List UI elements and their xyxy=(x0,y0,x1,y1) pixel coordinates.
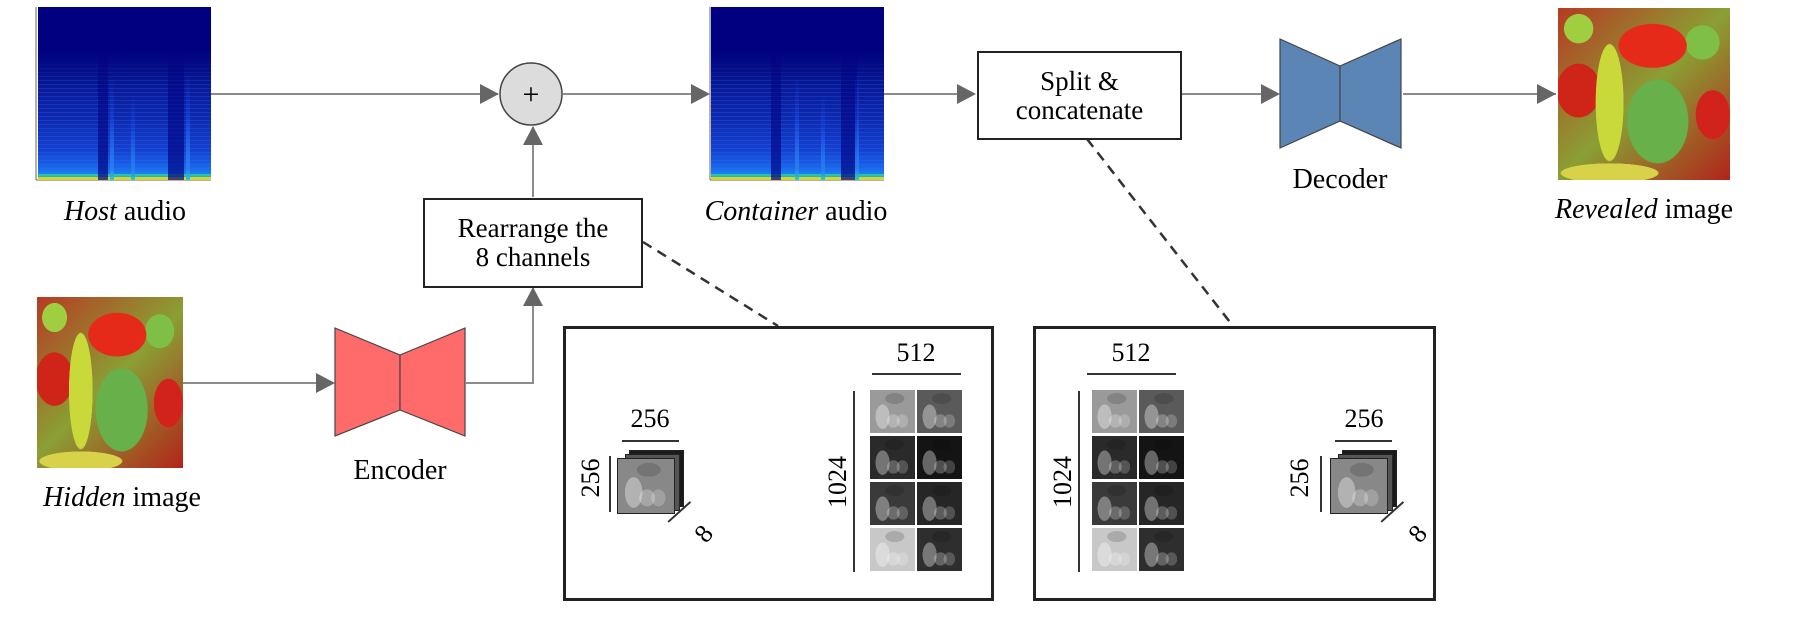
channel-tile xyxy=(917,482,962,525)
channel-tile xyxy=(1139,482,1184,525)
split-stack-width-bar xyxy=(1335,440,1392,442)
channel-tile xyxy=(1092,528,1137,571)
split-grid-height-label: 1024 xyxy=(1048,456,1077,508)
arrowheads xyxy=(316,84,1556,393)
container-audio-label-rest: audio xyxy=(818,196,888,227)
split-box: Split & concatenate xyxy=(977,51,1182,140)
encoder-label: Encoder xyxy=(353,455,447,486)
revealed-image-peppers xyxy=(1558,8,1730,180)
hidden-image-label-italic: Hidden xyxy=(43,482,126,513)
arrowhead-revealed-in xyxy=(1537,84,1556,104)
container-audio-label: Container audio xyxy=(705,196,888,228)
rearrange-grid xyxy=(870,390,963,571)
container-audio-label-italic: Container xyxy=(704,196,819,227)
adder-symbol: + xyxy=(523,78,540,111)
hidden-image-label-rest: image xyxy=(125,482,201,513)
host-audio-spectrogram xyxy=(38,7,211,180)
channel-tile xyxy=(1139,528,1184,571)
host-spectrogram-ticks xyxy=(35,7,211,181)
channel-tile xyxy=(917,436,962,479)
rearrange-stack-width-bar xyxy=(622,440,679,442)
rearrange-grid-height-label: 1024 xyxy=(823,456,852,508)
rearrange-line2: 8 channels xyxy=(475,242,591,272)
channel-tile xyxy=(870,436,915,479)
split-line2: concatenate xyxy=(1015,94,1144,125)
channel-tile xyxy=(1139,390,1184,433)
channel-tile xyxy=(870,528,915,571)
split-grid xyxy=(1092,390,1185,571)
channel-tile xyxy=(870,390,915,433)
decoder-left-half xyxy=(1279,38,1341,149)
rearrange-grid-width-label: 512 xyxy=(896,338,936,367)
revealed-image-label-rest: image xyxy=(1657,194,1734,225)
encoder-right-half xyxy=(399,327,466,437)
callout-rearrange xyxy=(642,240,779,328)
split-stack-height-label: 256 xyxy=(1285,458,1314,498)
split-stack-width-label: 256 xyxy=(1344,404,1384,433)
rearrange-stack-width-label: 256 xyxy=(630,404,670,433)
rearrange-stack-height-label: 256 xyxy=(576,458,605,498)
arrowhead-encoder-in xyxy=(316,373,335,393)
arrowhead-adder-up xyxy=(523,126,543,145)
container-spectrogram-ticks xyxy=(709,7,884,181)
connectors xyxy=(183,93,1556,384)
rearrange-stack-height-bar xyxy=(609,456,611,512)
split-stack-front-layer xyxy=(1330,458,1388,514)
channel-tile xyxy=(1092,436,1137,479)
decoder-label: Decoder xyxy=(1292,164,1388,195)
host-audio-label-rest: audio xyxy=(116,196,187,227)
rearrange-box: Rearrange the 8 channels xyxy=(423,198,643,288)
split-grid-height-bar xyxy=(1078,391,1080,572)
encoder-left-half xyxy=(334,327,401,437)
arrowhead-rearrange-in xyxy=(523,287,543,306)
container-audio-spectrogram xyxy=(711,7,884,180)
host-audio-label-italic: Host xyxy=(63,196,117,227)
rearrange-grid-width-bar xyxy=(872,373,961,375)
edge-encoder-to-rearrange xyxy=(466,288,534,384)
rearrange-stack-front-layer xyxy=(617,458,675,514)
arrowhead-split-in xyxy=(957,84,976,104)
channel-tile xyxy=(1092,390,1137,433)
rearrange-line1: Rearrange the xyxy=(457,213,609,243)
hidden-image-peppers xyxy=(37,297,183,468)
channel-tile xyxy=(1092,482,1137,525)
decoder-block xyxy=(1279,38,1402,149)
channel-tile xyxy=(870,482,915,525)
channel-tile xyxy=(917,528,962,571)
decoder-right-half xyxy=(1339,38,1402,149)
split-stack-height-bar xyxy=(1320,456,1322,512)
revealed-image-label: Revealed image xyxy=(1555,194,1733,226)
hidden-image-label: Hidden image xyxy=(43,482,201,514)
revealed-image-label-italic: Revealed xyxy=(1554,194,1658,225)
arrowhead-adder-in xyxy=(480,84,499,104)
callout-split xyxy=(1086,138,1234,327)
arrowhead-decoder-in xyxy=(1261,84,1280,104)
channel-tile xyxy=(1139,436,1184,479)
encoder-block xyxy=(334,327,466,437)
split-line1: Split & xyxy=(1040,65,1119,96)
arrowhead-container-in xyxy=(691,84,710,104)
split-grid-width-bar xyxy=(1087,373,1176,375)
host-audio-label: Host audio xyxy=(64,196,186,228)
adder-node xyxy=(499,62,563,126)
split-grid-width-label: 512 xyxy=(1111,338,1151,367)
rearrange-grid-height-bar xyxy=(853,391,855,572)
channel-tile xyxy=(917,390,962,433)
